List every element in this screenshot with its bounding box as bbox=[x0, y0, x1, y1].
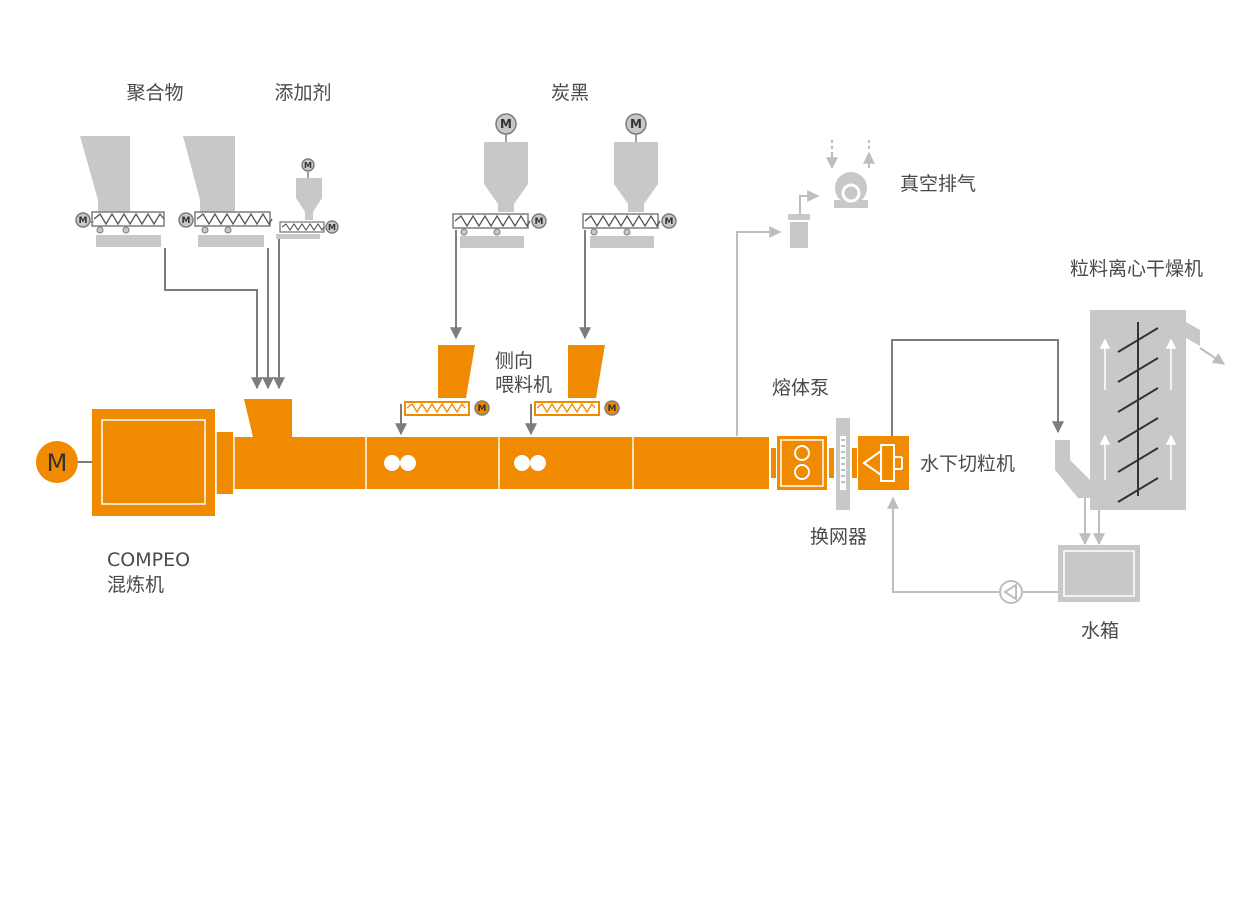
vacuum-pump-icon bbox=[834, 172, 868, 208]
carbon-black-feeder-2 bbox=[582, 134, 661, 248]
motor-icon: M bbox=[301, 158, 315, 172]
flange bbox=[829, 448, 834, 478]
svg-text:M: M bbox=[328, 223, 336, 232]
motor-icon: M bbox=[625, 113, 647, 135]
feed-lines bbox=[164, 230, 1064, 438]
motor-icon: M bbox=[325, 220, 339, 234]
svg-text:M: M bbox=[304, 161, 312, 170]
label-melt-pump: 熔体泵 bbox=[772, 377, 829, 399]
dash-line bbox=[831, 140, 870, 150]
svg-text:M: M bbox=[630, 117, 642, 131]
svg-text:M: M bbox=[665, 217, 674, 227]
label-centrifugal-dryer: 粒料离心干燥机 bbox=[1070, 258, 1203, 280]
main-hopper bbox=[244, 399, 292, 437]
motor-icon: M bbox=[75, 212, 91, 228]
svg-text:M: M bbox=[500, 117, 512, 131]
svg-text:M: M bbox=[79, 216, 88, 226]
svg-text:M: M bbox=[535, 217, 544, 227]
twin-screw-icon bbox=[514, 455, 546, 471]
side-feeder-1 bbox=[404, 345, 475, 416]
polymer-feeder-1 bbox=[80, 136, 165, 247]
polymer-feeder-2 bbox=[183, 136, 273, 247]
pelletizer-icon bbox=[852, 436, 909, 490]
extruder-barrel bbox=[233, 437, 769, 489]
svg-text:M: M bbox=[182, 216, 191, 226]
carbon-black-feeder-1 bbox=[452, 134, 531, 248]
motor-icon: M bbox=[604, 400, 620, 416]
label-side-feeder-line1: 侧向 bbox=[495, 350, 533, 372]
label-water-tank: 水箱 bbox=[1081, 620, 1119, 642]
main-motor-icon: M bbox=[36, 441, 92, 483]
gearbox bbox=[92, 409, 233, 516]
label-polymer: 聚合物 bbox=[126, 82, 183, 104]
twin-screw-icon bbox=[384, 455, 416, 471]
label-underwater-pelletizer: 水下切粒机 bbox=[920, 453, 1015, 475]
vacuum-vessel bbox=[788, 214, 810, 248]
label-compounder-line1: COMPEO bbox=[107, 549, 190, 571]
motor-icon: M bbox=[178, 212, 194, 228]
dryer-inlet bbox=[1055, 440, 1090, 498]
water-tank-icon bbox=[1058, 545, 1140, 602]
svg-text:M: M bbox=[47, 449, 68, 477]
label-vacuum-degassing: 真空排气 bbox=[900, 173, 976, 195]
motor-icon: M bbox=[495, 113, 517, 135]
svg-text:M: M bbox=[608, 404, 617, 414]
centrifugal-dryer-icon bbox=[1090, 310, 1200, 510]
label-carbon-black: 炭黑 bbox=[551, 82, 589, 104]
label-additive: 添加剂 bbox=[274, 82, 331, 104]
additive-feeder bbox=[276, 172, 325, 239]
adapter bbox=[771, 448, 776, 478]
motor-icon: M bbox=[661, 213, 677, 229]
label-side-feeder-line2: 喂料机 bbox=[495, 374, 552, 396]
motor-icon: M bbox=[474, 400, 490, 416]
screen-changer-icon bbox=[836, 418, 850, 510]
melt-pump-icon bbox=[777, 436, 827, 490]
label-screen-changer: 换网器 bbox=[810, 526, 867, 548]
water-pump-icon bbox=[999, 580, 1023, 604]
motor-icon: M bbox=[531, 213, 547, 229]
side-feeder-2 bbox=[534, 345, 605, 416]
svg-text:M: M bbox=[478, 404, 487, 414]
label-compounder-line2: 混炼机 bbox=[107, 574, 164, 596]
